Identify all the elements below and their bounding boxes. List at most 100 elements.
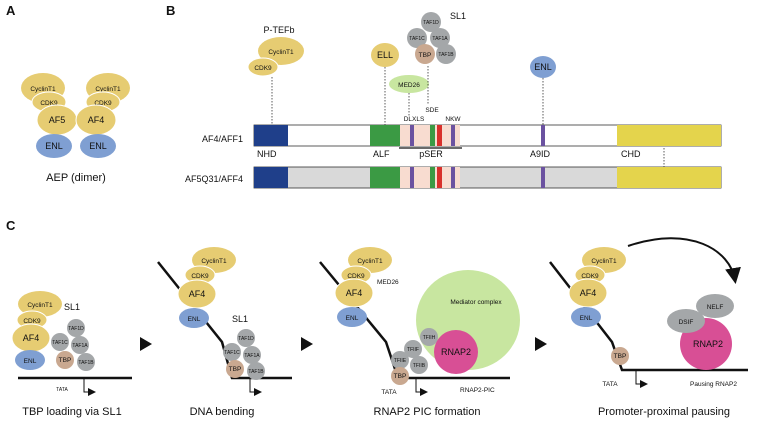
s1-tata-label: TATA: [56, 387, 68, 393]
enl-protein: [530, 56, 556, 78]
panel-b-label: B: [166, 3, 175, 18]
taf1d-label: TAF1D: [423, 20, 439, 26]
enl-label: ENL: [534, 62, 552, 72]
med26-label: MED26: [398, 82, 420, 89]
s3-tfiie: [391, 351, 409, 369]
s1-taf1b: [77, 353, 95, 371]
s2-af4: [177, 279, 217, 309]
s4-af4-label: AF4: [580, 288, 597, 298]
ptefb-label: P-TEFb: [263, 25, 294, 35]
s2-tbp-label: TBP: [229, 366, 242, 373]
s1-caption: TBP loading via SL1: [22, 406, 121, 418]
s4-tbp: [611, 347, 629, 365]
taf1a-label: TAF1A: [432, 36, 448, 42]
s2-sl1-label: SL1: [232, 314, 248, 324]
s2-taf1b: [247, 362, 265, 380]
s4-af4: [568, 278, 608, 308]
cdk9-right-label: CDK9: [94, 100, 112, 107]
step2-dna-bending: CyclinT1 CDK9 AF4 ENL SL1 TAF1D TAF1C TA…: [157, 247, 292, 396]
aff1-chd: [617, 125, 721, 146]
s2-taf1a: [243, 346, 261, 364]
s4-cdk9-label: CDK9: [581, 273, 599, 280]
s3-af4: [334, 278, 374, 308]
s4-dsif-label: DSIF: [679, 319, 694, 326]
s2-enl-label: ENL: [188, 316, 201, 323]
s2-tbp: [226, 360, 244, 378]
s3-cyclin-label: CyclinT1: [357, 258, 383, 265]
s3-tfiih: [420, 328, 438, 346]
panel-c-label: C: [6, 218, 16, 233]
nhd-label: NHD: [257, 149, 277, 159]
s3-tfiib: [410, 356, 428, 374]
s4-enl-label: ENL: [580, 315, 593, 322]
s2-cdk9-label: CDK9: [191, 273, 209, 280]
alf-label: ALF: [373, 149, 390, 159]
s3-enl: [337, 307, 367, 327]
s4-dsif: [667, 309, 705, 333]
taf1c-label: TAF1C: [409, 36, 425, 42]
enl-right-label: ENL: [89, 141, 107, 151]
aff1-domain-bar: [253, 124, 722, 147]
s1-tss-arrow: [83, 378, 96, 396]
s2-af4-label: AF4: [189, 289, 206, 299]
s3-cdk9-label: CDK9: [347, 273, 365, 280]
sl1-complex: TAF1D TAF1C TAF1A TBP TAF1B: [407, 12, 456, 64]
s2-taf1d-label: TAF1D: [238, 336, 254, 342]
dlxls-label: DLXLS: [404, 116, 425, 123]
s1-tbp: [56, 351, 74, 369]
aff4-a9id: [541, 167, 545, 188]
s3-tfiib-label: TFIIB: [413, 363, 426, 369]
s4-caption: Promoter-proximal pausing: [598, 406, 730, 418]
aff4-chd: [617, 167, 721, 188]
s2-taf1c: [223, 343, 241, 361]
s1-sl1-label: SL1: [64, 302, 80, 312]
s3-pic-label: RNAP2-PIC: [460, 387, 495, 394]
s2-tss-arrow: [249, 378, 262, 396]
s2-cyclin-label: CyclinT1: [201, 258, 227, 265]
ell-protein: [371, 43, 399, 67]
aff4-nhd: [254, 167, 288, 188]
s1-cdk9-label: CDK9: [23, 318, 41, 325]
ell-label: ELL: [377, 50, 393, 60]
aff4-name: AF5Q31/AFF4: [185, 174, 243, 184]
cyclin-right-label: CyclinT1: [95, 86, 121, 93]
ptefb-cyclin: [258, 37, 304, 65]
s1-enl-label: ENL: [24, 358, 37, 365]
med26-protein: [389, 75, 429, 93]
s2-enl: [179, 308, 209, 328]
s3-rnap2: [434, 330, 478, 374]
s2-dna: [157, 261, 292, 380]
step3-pic-formation: Mediator complex CyclinT1 CDK9 AF4 MED26…: [319, 247, 520, 396]
s4-tata-label: TATA: [602, 381, 618, 388]
taf1d-subunit: [421, 12, 441, 32]
s3-enl-label: ENL: [346, 315, 359, 322]
s3-tfiie-label: TFIIE: [394, 358, 407, 364]
s4-nelf-label: NELF: [707, 304, 724, 311]
s3-tfiif: [404, 340, 422, 358]
s3-tss-arrow: [415, 378, 428, 396]
s3-tfiif-label: TFIIF: [407, 347, 419, 353]
s3-tata-label: TATA: [381, 389, 397, 396]
step1-tbp-loading: CyclinT1 CDK9 AF4 ENL SL1 TAF1D TAF1C TA…: [11, 291, 132, 396]
pser-label: pSER: [419, 149, 443, 159]
s1-taf1a-label: TAF1A: [72, 343, 88, 349]
aff1-alf: [370, 125, 400, 146]
s3-tbp: [391, 367, 409, 385]
ptefb-cdk9-label: CDK9: [254, 65, 272, 72]
s1-taf1d: [67, 319, 85, 337]
aff1-nhd: [254, 125, 288, 146]
cyclin-left-label: CyclinT1: [30, 86, 56, 93]
taf1b-label: TAF1B: [438, 52, 454, 58]
s1-cyclin: [18, 291, 62, 317]
af4-label: AF4: [88, 115, 105, 125]
enl-left: [36, 134, 72, 158]
nkw-label: NKW: [445, 116, 461, 123]
panel-a-label: A: [6, 3, 16, 18]
s4-tss-arrow: [635, 370, 648, 388]
step-arrow-1: [140, 337, 152, 351]
s4-nelf: [696, 294, 734, 318]
s4-enl: [571, 307, 601, 327]
s1-enl: [15, 350, 45, 370]
aep-dimer: CyclinT1 CyclinT1 CDK9 CDK9 AF5 AF4 ENL …: [21, 73, 130, 158]
